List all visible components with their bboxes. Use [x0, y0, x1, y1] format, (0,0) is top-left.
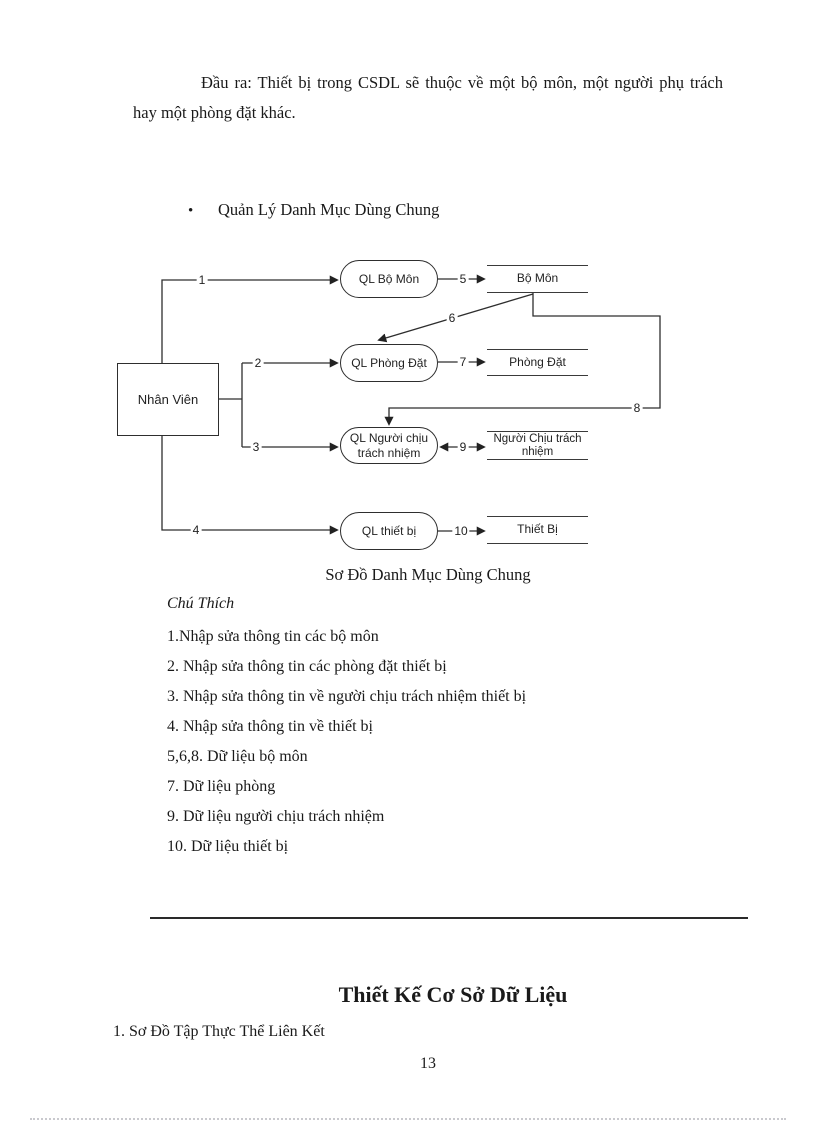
datastore-bo-mon: Bộ Môn — [487, 265, 588, 293]
process-ql-thiet-bi: QL thiết bị — [340, 512, 438, 550]
flow-label-5: 5 — [457, 272, 469, 286]
diagram-caption: Sơ Đồ Danh Mục Dùng Chung — [325, 565, 531, 584]
notes-title: Chú Thích — [167, 595, 235, 612]
bullet-icon: • — [188, 203, 194, 219]
bullet-item: • Quản Lý Danh Mục Dùng Chung — [188, 200, 439, 220]
intro-paragraph: Đầu ra: Thiết bị trong CSDL sẽ thuộc về … — [133, 73, 723, 122]
flow-label-3: 3 — [250, 440, 262, 454]
flow-line-4 — [161, 434, 339, 535]
diagram-connectors — [161, 274, 661, 536]
section-heading: Thiết Kế Cơ Sở Dữ Liệu — [338, 982, 568, 1007]
flow-label-10: 10 — [452, 524, 470, 538]
note-item-5-6-8: 5,6,8. Dữ liệu bộ môn — [167, 748, 308, 765]
note-item-1: 1.Nhập sửa thông tin các bộ môn — [167, 628, 379, 645]
flow-line-8 — [384, 293, 661, 426]
flow-label-2: 2 — [252, 356, 264, 370]
flow-line-1 — [161, 275, 339, 363]
note-item-3: 3. Nhập sửa thông tin về người chịu trác… — [167, 688, 527, 705]
page-boundary-dotted-line — [30, 1118, 786, 1120]
flow-label-4: 4 — [190, 523, 202, 537]
flow-label-1: 1 — [196, 273, 208, 287]
data-flow-diagram: Nhân Viên QL Bộ Môn QL Phòng Đặt QL Ngườ… — [117, 260, 661, 550]
datastore-thiet-bi: Thiết Bị — [487, 516, 588, 544]
process-ql-nguoi-chiu-trach-nhiem: QL Người chịu trách nhiệm — [340, 427, 438, 464]
process-ql-bo-mon: QL Bộ Môn — [340, 260, 438, 298]
note-item-2: 2. Nhập sửa thông tin các phòng đặt thiế… — [167, 658, 447, 675]
process-ql-phong-dat: QL Phòng Đặt — [340, 344, 438, 382]
subsection-title: 1. Sơ Đồ Tập Thực Thể Liên Kết — [113, 1023, 325, 1040]
note-item-7: 7. Dữ liệu phòng — [167, 778, 276, 795]
horizontal-divider — [150, 917, 748, 919]
page-number: 13 — [420, 1055, 436, 1072]
datastore-phong-dat: Phòng Đặt — [487, 349, 588, 376]
flow-label-7: 7 — [457, 355, 469, 369]
note-item-10: 10. Dữ liệu thiết bị — [167, 838, 289, 855]
external-entity-nhan-vien: Nhân Viên — [117, 363, 219, 436]
flow-label-9: 9 — [457, 440, 469, 454]
bullet-item-label: Quản Lý Danh Mục Dùng Chung — [218, 200, 440, 219]
datastore-nguoi-chiu-trach-nhiem: Người Chịu trách nhiệm — [487, 431, 588, 460]
flow-label-6: 6 — [446, 311, 458, 325]
notes-list: 1.Nhập sửa thông tin các bộ môn 2. Nhập … — [167, 626, 647, 866]
note-item-4: 4. Nhập sửa thông tin về thiết bị — [167, 718, 373, 735]
note-item-9: 9. Dữ liệu người chịu trách nhiệm — [167, 808, 385, 825]
flow-label-8: 8 — [631, 401, 643, 415]
